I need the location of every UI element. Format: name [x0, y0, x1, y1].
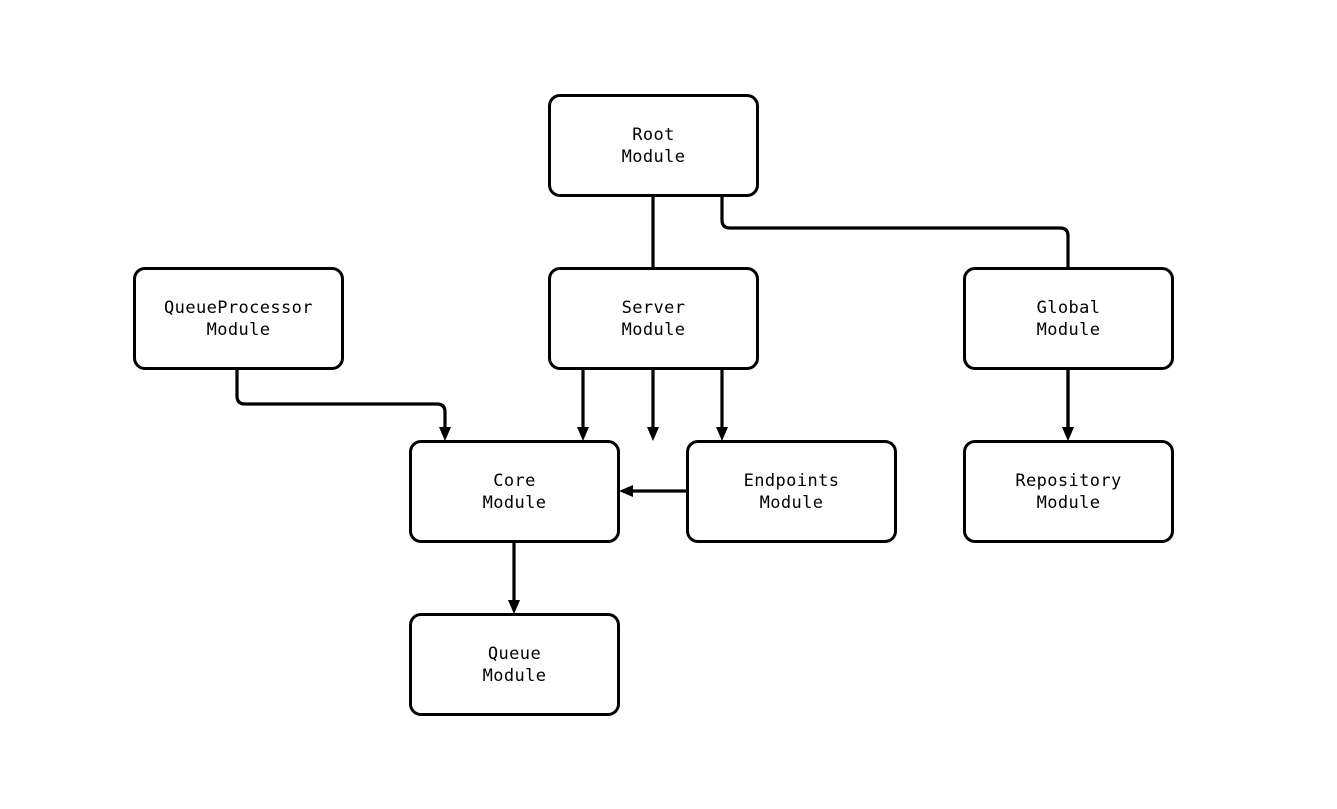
node-global-module-label: Global Module — [1036, 297, 1101, 340]
node-queue-module[interactable]: Queue Module — [409, 613, 620, 716]
node-repository-module[interactable]: Repository Module — [963, 440, 1174, 543]
node-root-module[interactable]: Root Module — [548, 94, 759, 197]
node-global-module[interactable]: Global Module — [963, 267, 1174, 370]
node-endpoints-module-label: Endpoints Module — [743, 470, 840, 513]
node-queue-module-label: Queue Module — [482, 643, 547, 686]
node-queueprocessor-module[interactable]: QueueProcessor Module — [133, 267, 344, 370]
node-queueprocessor-module-label: QueueProcessor Module — [164, 297, 313, 340]
node-server-module[interactable]: Server Module — [548, 267, 759, 370]
node-endpoints-module[interactable]: Endpoints Module — [686, 440, 897, 543]
node-server-module-label: Server Module — [621, 297, 686, 340]
node-root-module-label: Root Module — [621, 124, 686, 167]
node-core-module-label: Core Module — [482, 470, 547, 513]
node-core-module[interactable]: Core Module — [409, 440, 620, 543]
edge-queueprocessor-to-core — [235, 370, 451, 441]
node-repository-module-label: Repository Module — [1015, 470, 1122, 513]
